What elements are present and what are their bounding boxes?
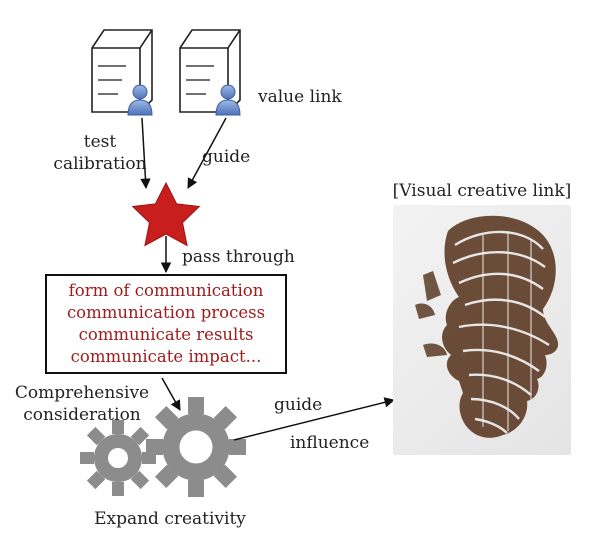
box-item: communicate results <box>78 325 254 344</box>
label-expand-creativity: Expand creativity <box>94 509 246 529</box>
label-comprehensive: Comprehensive <box>14 383 150 403</box>
label-test: test <box>83 132 117 152</box>
word-art-frame <box>393 205 571 455</box>
communication-box: form of communication communication proc… <box>45 274 287 374</box>
arrow-to-gears <box>161 377 181 411</box>
label-consideration: consideration <box>23 405 141 425</box>
server-user-icon <box>91 29 153 116</box>
box-item: communication process <box>66 303 266 322</box>
arrow-guide-top <box>187 117 227 189</box>
label-pass-through: pass through <box>182 247 295 267</box>
star-icon <box>131 181 201 247</box>
box-item: form of communication <box>68 281 264 300</box>
label-influence: influence <box>290 433 370 453</box>
arrow-to-visual <box>233 397 396 441</box>
label-guide-top: guide <box>202 147 251 167</box>
arrow-test-calibration <box>140 117 151 190</box>
label-calibration: calibration <box>53 154 147 174</box>
label-visual-creative-link: [Visual creative link] <box>392 181 572 201</box>
gear-icon <box>80 420 156 496</box>
server-user-icon <box>179 29 241 116</box>
box-item: communicate impact... <box>70 347 262 366</box>
gear-icon <box>146 397 246 497</box>
label-value-link: value link <box>258 87 342 107</box>
word-art-face-icon <box>415 215 559 438</box>
label-guide-right: guide <box>274 395 323 415</box>
